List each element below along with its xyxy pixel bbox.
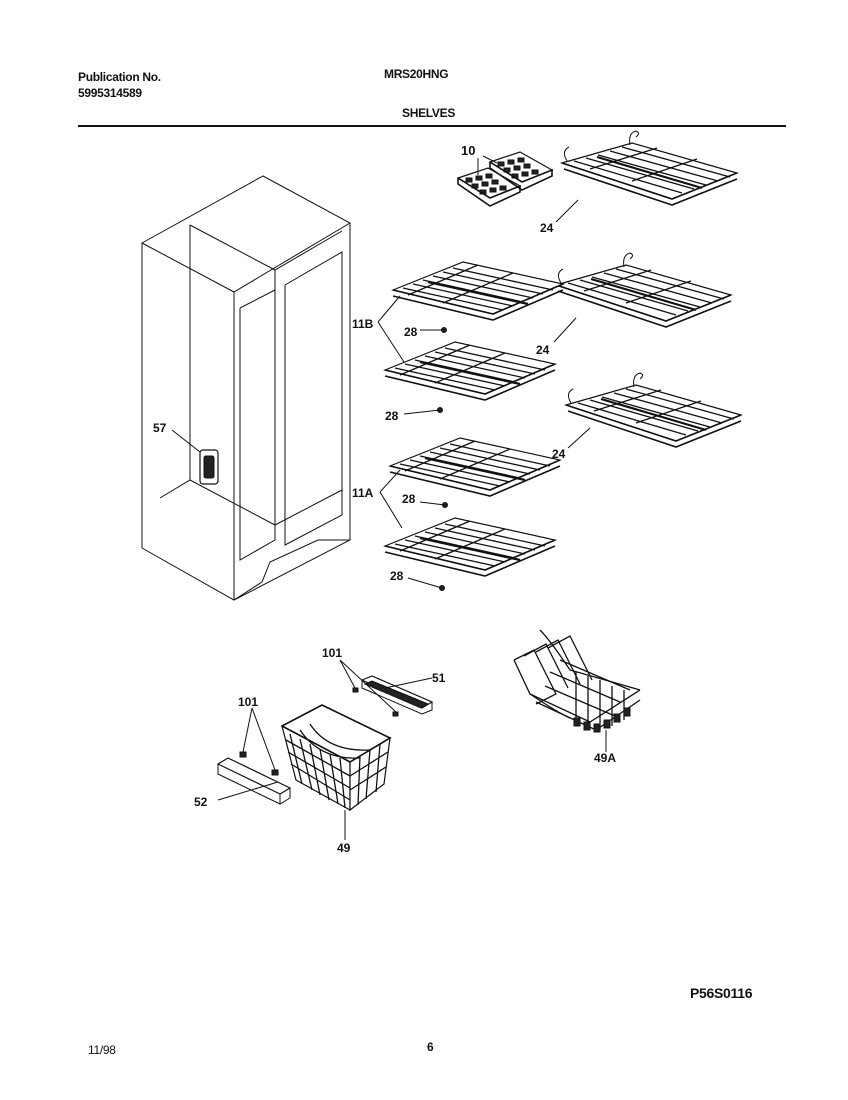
- shelf-11b-upper: [391, 260, 565, 322]
- diagram-code: P56S0116: [690, 985, 753, 1001]
- callout-10: 10: [461, 143, 475, 158]
- callout-51: 51: [432, 671, 446, 685]
- basket-49: [280, 704, 392, 812]
- callout-28-c: 28: [402, 492, 416, 506]
- callout-28-b: 28: [385, 409, 399, 423]
- shelf-11b-lower: [383, 340, 557, 402]
- callout-28-d: 28: [390, 569, 404, 583]
- callout-24-lower: 24: [552, 447, 566, 461]
- shelf-24-middle: [554, 251, 733, 329]
- callout-49: 49: [337, 841, 351, 855]
- shelf-11a-upper: [388, 436, 562, 498]
- callout-49a: 49A: [594, 751, 616, 765]
- callout-11a: 11A: [352, 486, 374, 500]
- leader-lines: [171, 155, 607, 840]
- ice-trays: [456, 151, 554, 207]
- callout-52: 52: [194, 795, 208, 809]
- rail-52: [216, 751, 292, 805]
- wire-shelf-49a: [513, 629, 641, 733]
- model-number: MRS20HNG: [384, 67, 449, 81]
- publication-label: Publication No.: [78, 70, 161, 84]
- callout-101-right: 101: [322, 646, 342, 660]
- callout-11b: 11B: [352, 317, 374, 331]
- header-rule: [78, 125, 786, 127]
- footer-date: 11/98: [88, 1043, 116, 1057]
- callout-28-a: 28: [404, 325, 418, 339]
- publication-number: 5995314589: [78, 86, 142, 100]
- shelf-24-top: [560, 129, 739, 207]
- page-number: 6: [427, 1040, 434, 1054]
- rail-51: [352, 675, 434, 717]
- callout-101-left: 101: [238, 695, 258, 709]
- callout-24-middle: 24: [536, 343, 550, 357]
- callout-57: 57: [153, 421, 167, 435]
- shelf-24-lower: [564, 371, 743, 449]
- door-handle: [199, 449, 219, 485]
- callout-24-top: 24: [540, 221, 554, 235]
- section-title: SHELVES: [402, 106, 456, 120]
- shelf-11a-lower: [383, 516, 557, 578]
- cabinet: [141, 175, 351, 601]
